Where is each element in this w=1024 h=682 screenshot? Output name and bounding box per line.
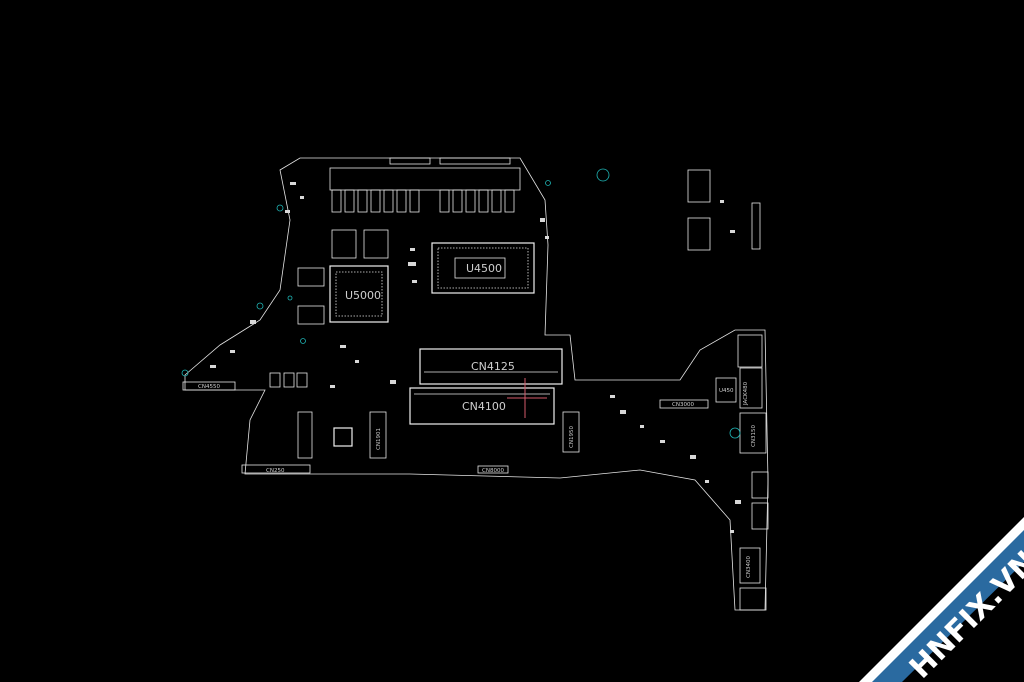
top-component-row [329,157,521,213]
memory-chips [297,229,389,325]
label-cn1901: CN1901 [376,428,382,450]
small-components [181,180,741,533]
connector-cn4125[interactable]: CN4125 [419,348,563,385]
connector-cn4100[interactable]: CN4100 [409,387,555,425]
label-cn1950: CN1950 [569,426,575,448]
board-outline [184,157,769,611]
label-cn3000: CN3000 [672,402,694,408]
label-u5000: U5000 [345,289,381,302]
label-cn8000: CN8000 [482,468,504,474]
label-cn4550: CN4550 [198,384,220,390]
probe-marker [507,378,547,418]
watermark-hnfix: HNFIX.VN [834,512,1024,682]
label-u4500: U4500 [466,262,502,275]
label-cn250: CN250 [266,468,285,474]
label-u450: U450 [719,388,734,394]
right-top-module [596,168,761,251]
label-cn3400: CN3400 [746,556,752,578]
right-connectors: U450 JACK480 CN3150 CN3400 [715,334,769,611]
cpu-u4500[interactable]: U4500 [431,242,535,294]
gpu-u5000[interactable]: U5000 [329,265,389,323]
watermark-text: HNFIX.VN [903,544,1024,682]
label-cn4100: CN4100 [462,400,506,413]
watermark-banner: HNFIX.VN [859,517,1024,682]
mid-lower-connectors: CN1950 CN3000 CN8000 [477,399,709,474]
left-lower-region: CN250 CN4550 CN1901 [182,372,387,474]
label-jack480: JACK480 [743,381,749,406]
label-cn3150: CN3150 [751,425,757,447]
label-cn4125: CN4125 [471,360,515,373]
